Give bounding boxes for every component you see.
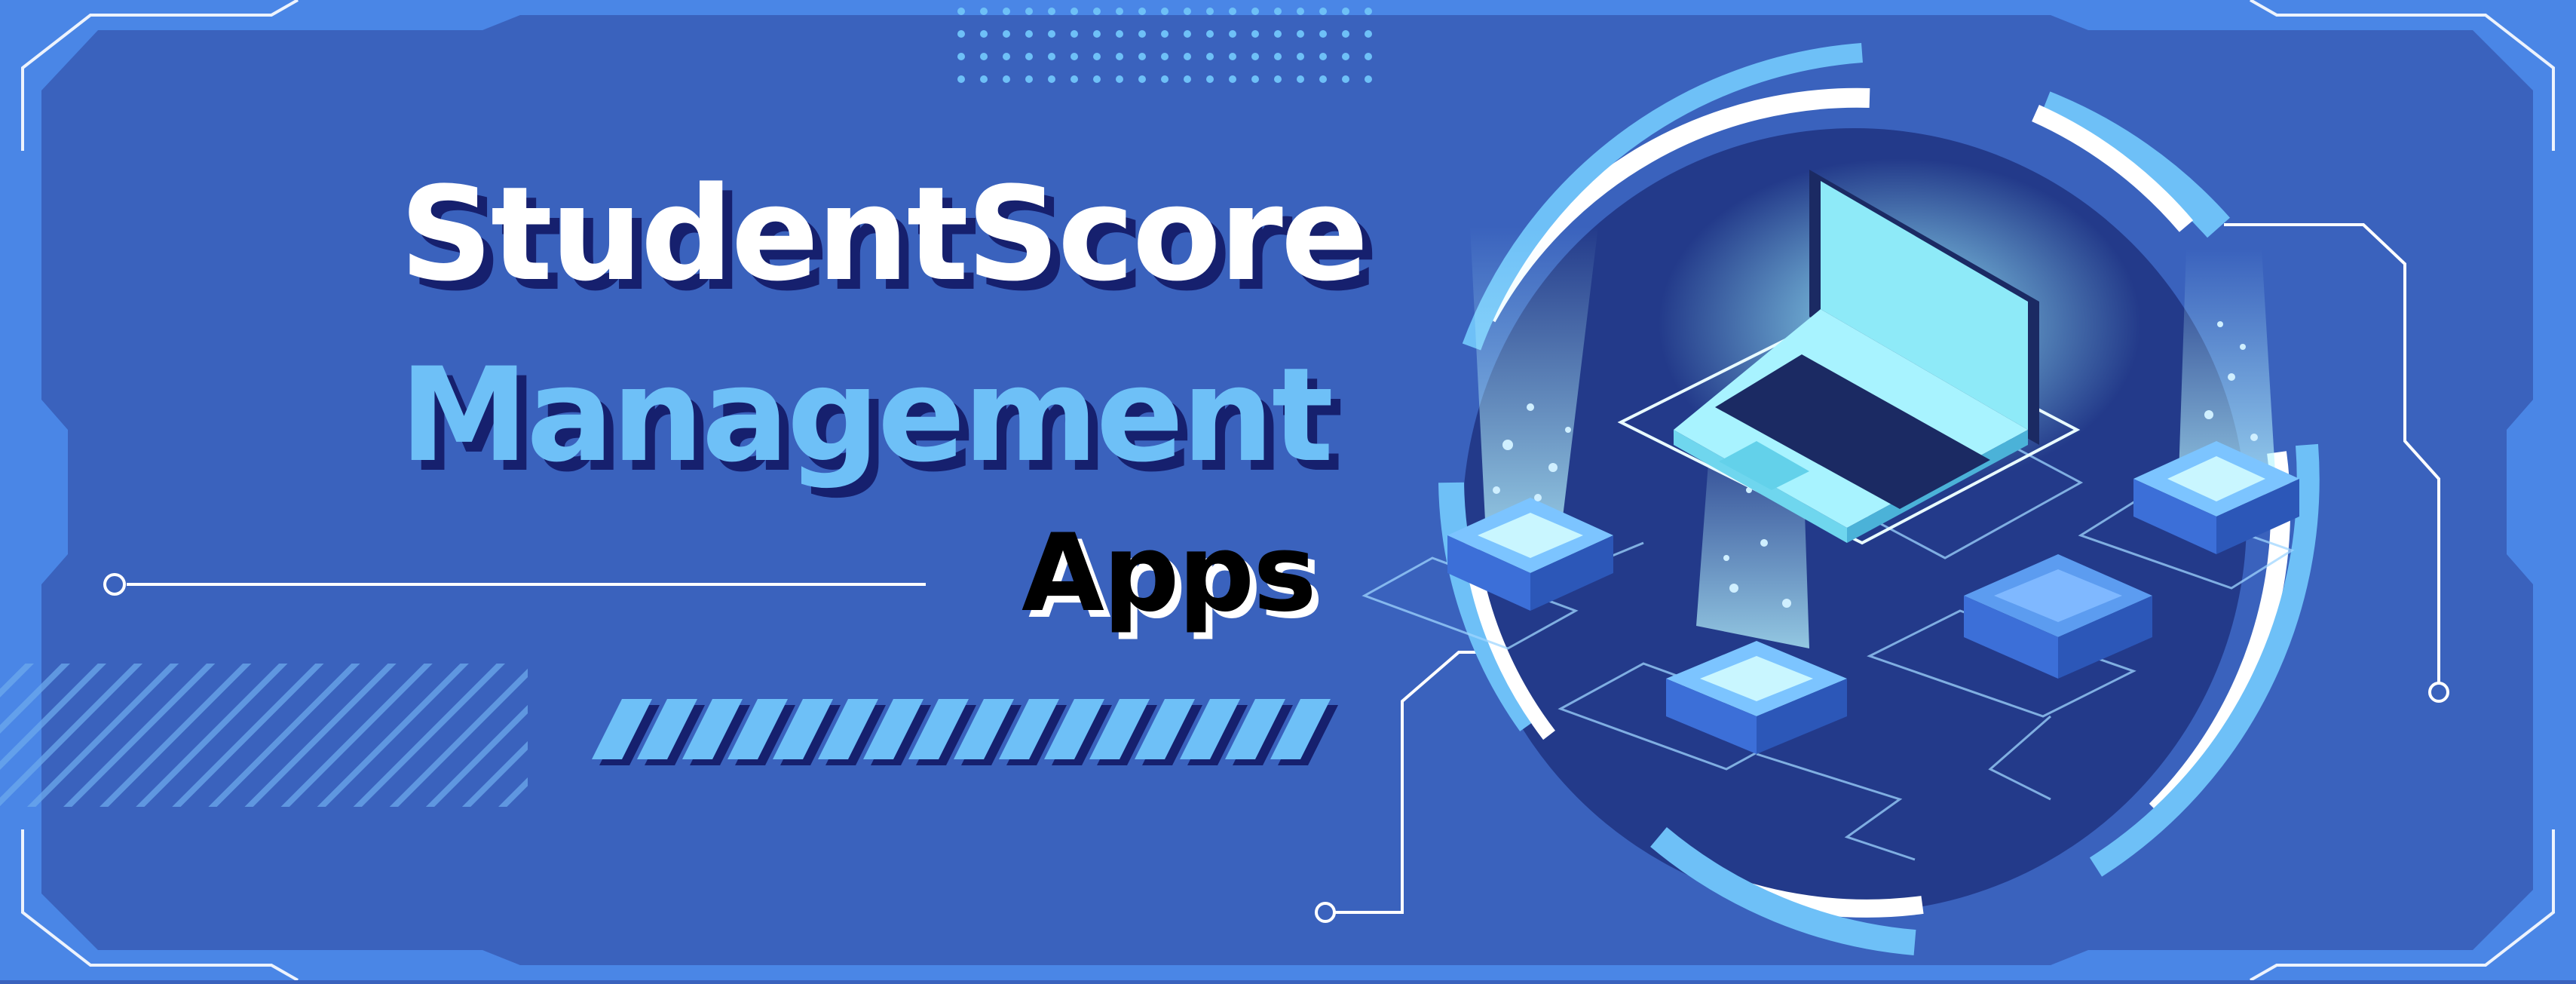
circuit-node [1315,902,1336,923]
server-block [1964,554,2152,679]
laptop-icon [1617,158,2141,545]
particles [1493,321,2258,608]
server-block [1447,498,1613,611]
server-block [2133,441,2299,554]
circuit-lines [1334,223,2440,914]
stripe-bar [592,699,1338,765]
title-line-1: StudentScore [400,158,1368,310]
circuit-node [2428,682,2449,703]
title-line-2: Management [400,339,1334,491]
left-connector [103,573,926,596]
title-line-3: Apps [1022,511,1317,636]
dot-grid [957,0,1387,97]
server-block [1666,641,1847,754]
hatch-pattern [0,664,528,807]
